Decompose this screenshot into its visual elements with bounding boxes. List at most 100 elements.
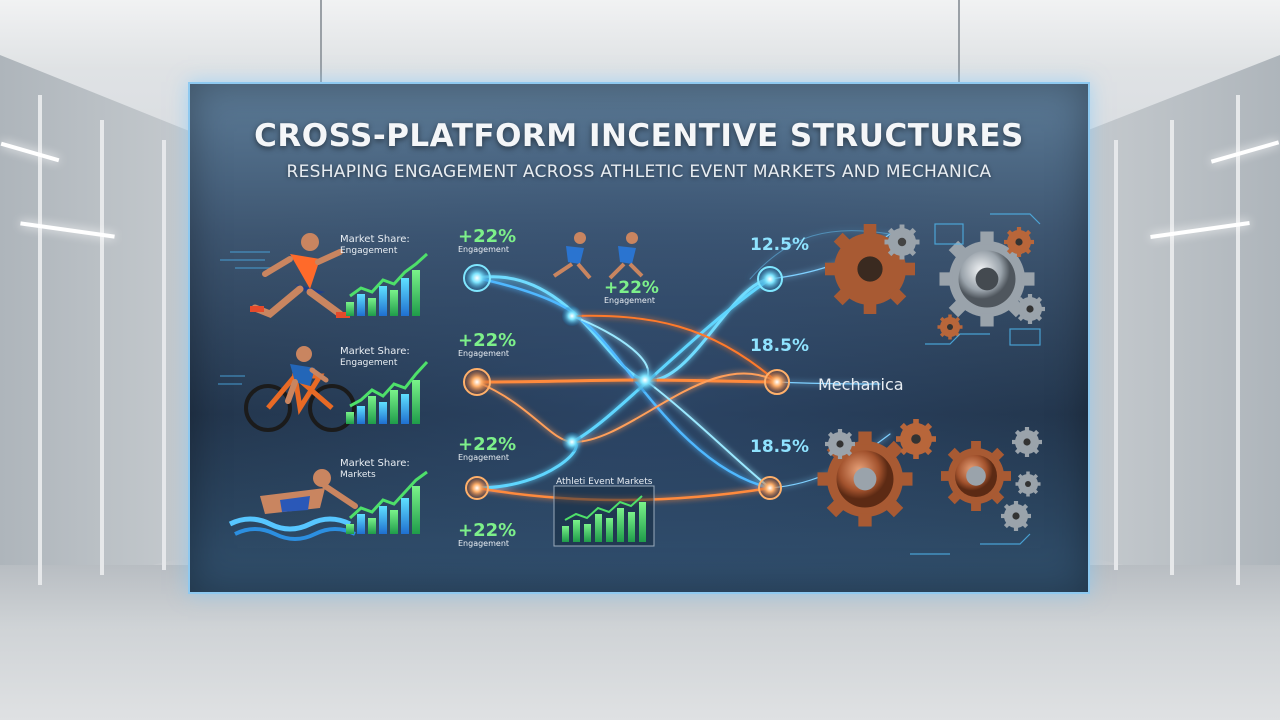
bar xyxy=(379,286,387,316)
left-mullion xyxy=(100,120,104,575)
gear-icon xyxy=(896,419,936,459)
node-orange xyxy=(463,368,491,396)
bar xyxy=(346,302,354,316)
gear-icon xyxy=(1001,501,1031,531)
node-blue xyxy=(757,266,783,292)
row3-label-bottom: Markets xyxy=(340,470,376,480)
row3-label-top: Market Share: xyxy=(340,458,410,469)
bar xyxy=(390,510,398,534)
bar xyxy=(379,506,387,534)
gear-icon xyxy=(1015,471,1041,497)
network-nodes xyxy=(463,264,790,500)
runners-pct: +22% xyxy=(604,278,659,298)
row2-pct-label: Engagement xyxy=(458,349,509,358)
node-blue xyxy=(562,306,582,326)
bar xyxy=(401,498,409,534)
bar xyxy=(401,394,409,424)
trend-arrow xyxy=(349,252,429,298)
bottom-pct-label: Engagement xyxy=(458,539,509,548)
node-blue xyxy=(633,368,657,392)
row1-pct: +22% xyxy=(458,226,516,247)
bar xyxy=(584,524,591,542)
swimmer-icon xyxy=(228,469,358,541)
bar xyxy=(368,396,376,424)
bar xyxy=(357,294,365,316)
gear-icon xyxy=(817,431,913,527)
bar xyxy=(390,390,398,424)
right-mullion xyxy=(1170,120,1174,575)
mechanica-label: Mechanica xyxy=(818,375,904,394)
bar xyxy=(346,524,354,534)
bar xyxy=(412,270,420,316)
bar xyxy=(562,526,569,542)
runner-icon xyxy=(250,233,350,319)
row2-label-bottom: Engagement xyxy=(340,358,398,368)
node-blue xyxy=(463,264,491,292)
bar xyxy=(617,508,624,542)
athletic-chart-label: Athleti Event Markets xyxy=(556,477,653,487)
trend-line xyxy=(564,495,643,521)
node-blue xyxy=(562,432,582,452)
left-mullion xyxy=(38,95,42,585)
bar xyxy=(639,502,646,542)
bar xyxy=(357,514,365,534)
bar xyxy=(412,380,420,424)
trend-arrow xyxy=(349,360,429,408)
gear-icon xyxy=(1012,427,1042,457)
trend-arrow xyxy=(348,470,428,520)
runners-icon xyxy=(552,232,644,280)
gear-icon xyxy=(939,231,1035,327)
row-bar-chart xyxy=(346,470,428,534)
row1-label-top: Market Share: xyxy=(340,234,410,245)
gear-icon xyxy=(825,429,855,459)
bar xyxy=(368,298,376,316)
row-bar-chart xyxy=(346,360,429,424)
left-mullion xyxy=(162,140,166,570)
bar xyxy=(628,512,635,542)
bar xyxy=(595,514,602,542)
bar xyxy=(368,518,376,534)
infographic: Market Share: Engagement Market Share: E… xyxy=(218,213,1045,555)
row3-pct-label: Engagement xyxy=(458,453,509,462)
right-mullion xyxy=(1236,95,1240,585)
circuit-traces xyxy=(910,213,1041,555)
hanging-rod xyxy=(958,0,960,82)
right-mullion xyxy=(1114,140,1118,570)
gear-icon xyxy=(941,441,1011,511)
node-orange xyxy=(764,369,790,395)
node-orange xyxy=(758,476,782,500)
right-percentages: 12.5% 18.5% 18.5% Mechanica xyxy=(750,235,904,457)
center-percentages: +22% Engagement +22% Engagement Athleti … xyxy=(458,278,659,548)
left-glass-wall xyxy=(0,55,190,600)
gear-icon xyxy=(1004,227,1034,257)
bar xyxy=(401,278,409,316)
row2-pct: +22% xyxy=(458,330,516,351)
bar xyxy=(346,412,354,424)
right-pct-bottom: 18.5% xyxy=(750,437,809,457)
node-orange xyxy=(465,476,489,500)
speed-lines xyxy=(218,251,272,385)
right-pct-top: 12.5% xyxy=(750,235,809,255)
gear-icon xyxy=(825,224,915,314)
runners-pct-label: Engagement xyxy=(604,296,655,305)
row-bar-chart xyxy=(346,252,429,316)
gear-icon xyxy=(937,314,963,340)
page-title: CROSS-PLATFORM INCENTIVE STRUCTURES xyxy=(254,118,1024,154)
gear-icon xyxy=(884,224,920,260)
row-labels: Market Share: Engagement Market Share: E… xyxy=(340,234,410,480)
ceiling xyxy=(0,0,1280,70)
row-percentages: +22% Engagement +22% Engagement +22% Eng… xyxy=(458,226,516,462)
row1-pct-label: Engagement xyxy=(458,245,509,254)
row2-label-top: Market Share: xyxy=(340,346,410,357)
cyclist-icon xyxy=(244,346,356,432)
bar xyxy=(379,402,387,424)
bar xyxy=(412,486,420,534)
row1-label-bottom: Engagement xyxy=(340,246,398,256)
bar xyxy=(357,406,365,424)
bar xyxy=(573,520,580,542)
right-pct-mid: 18.5% xyxy=(750,336,809,356)
bar xyxy=(390,290,398,316)
bar xyxy=(606,518,613,542)
hanging-rod xyxy=(320,0,322,82)
page-subtitle: RESHAPING ENGAGEMENT ACROSS ATHLETIC EVE… xyxy=(286,162,992,182)
